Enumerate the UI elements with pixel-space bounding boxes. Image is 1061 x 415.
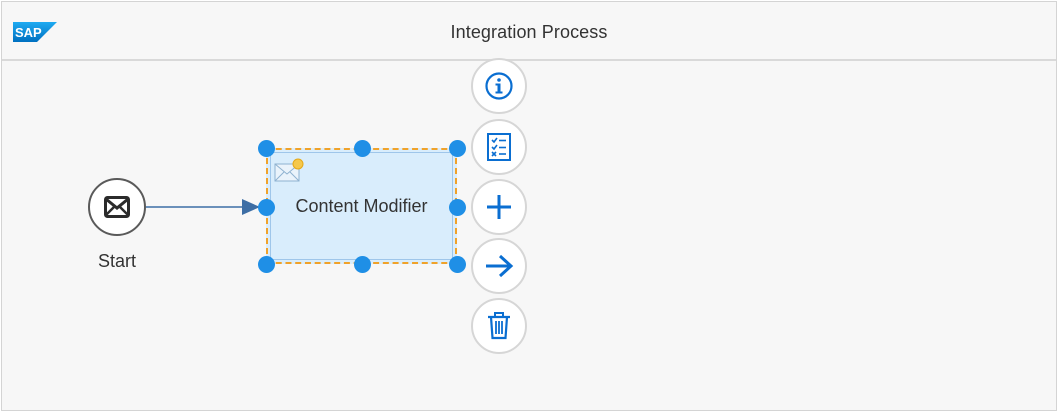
resize-handle-top[interactable]: [354, 140, 371, 157]
connect-button[interactable]: [471, 238, 527, 294]
page-title: Integration Process: [450, 22, 608, 42]
header-bar: SAP Integration Process: [2, 2, 1056, 61]
start-event-label: Start: [97, 251, 136, 271]
resize-handle-top-left[interactable]: [258, 140, 275, 157]
resize-handle-bottom[interactable]: [354, 256, 371, 273]
arrow-right-icon: [486, 254, 514, 278]
add-button[interactable]: [471, 179, 527, 235]
checklist-icon: [487, 133, 511, 161]
sap-logo: SAP: [13, 22, 57, 42]
sap-logo-text: SAP: [15, 25, 42, 40]
resize-handle-left[interactable]: [258, 199, 275, 216]
content-modifier-task[interactable]: Content Modifier: [266, 148, 457, 264]
content-modifier-icon: [274, 158, 304, 182]
trash-icon: [488, 312, 510, 340]
resize-handle-bottom-right[interactable]: [449, 256, 466, 273]
info-icon: [485, 72, 513, 100]
resize-handle-top-right[interactable]: [449, 140, 466, 157]
resize-handle-bottom-left[interactable]: [258, 256, 275, 273]
delete-button[interactable]: [471, 298, 527, 354]
task-label: Content Modifier: [295, 196, 428, 216]
configure-button[interactable]: [471, 119, 527, 175]
envelope-icon: [104, 196, 130, 218]
start-event[interactable]: [88, 178, 146, 236]
flow-arrowhead: [242, 199, 260, 215]
plus-icon: [487, 195, 511, 219]
resize-handle-right[interactable]: [449, 199, 466, 216]
info-button[interactable]: [471, 58, 527, 114]
